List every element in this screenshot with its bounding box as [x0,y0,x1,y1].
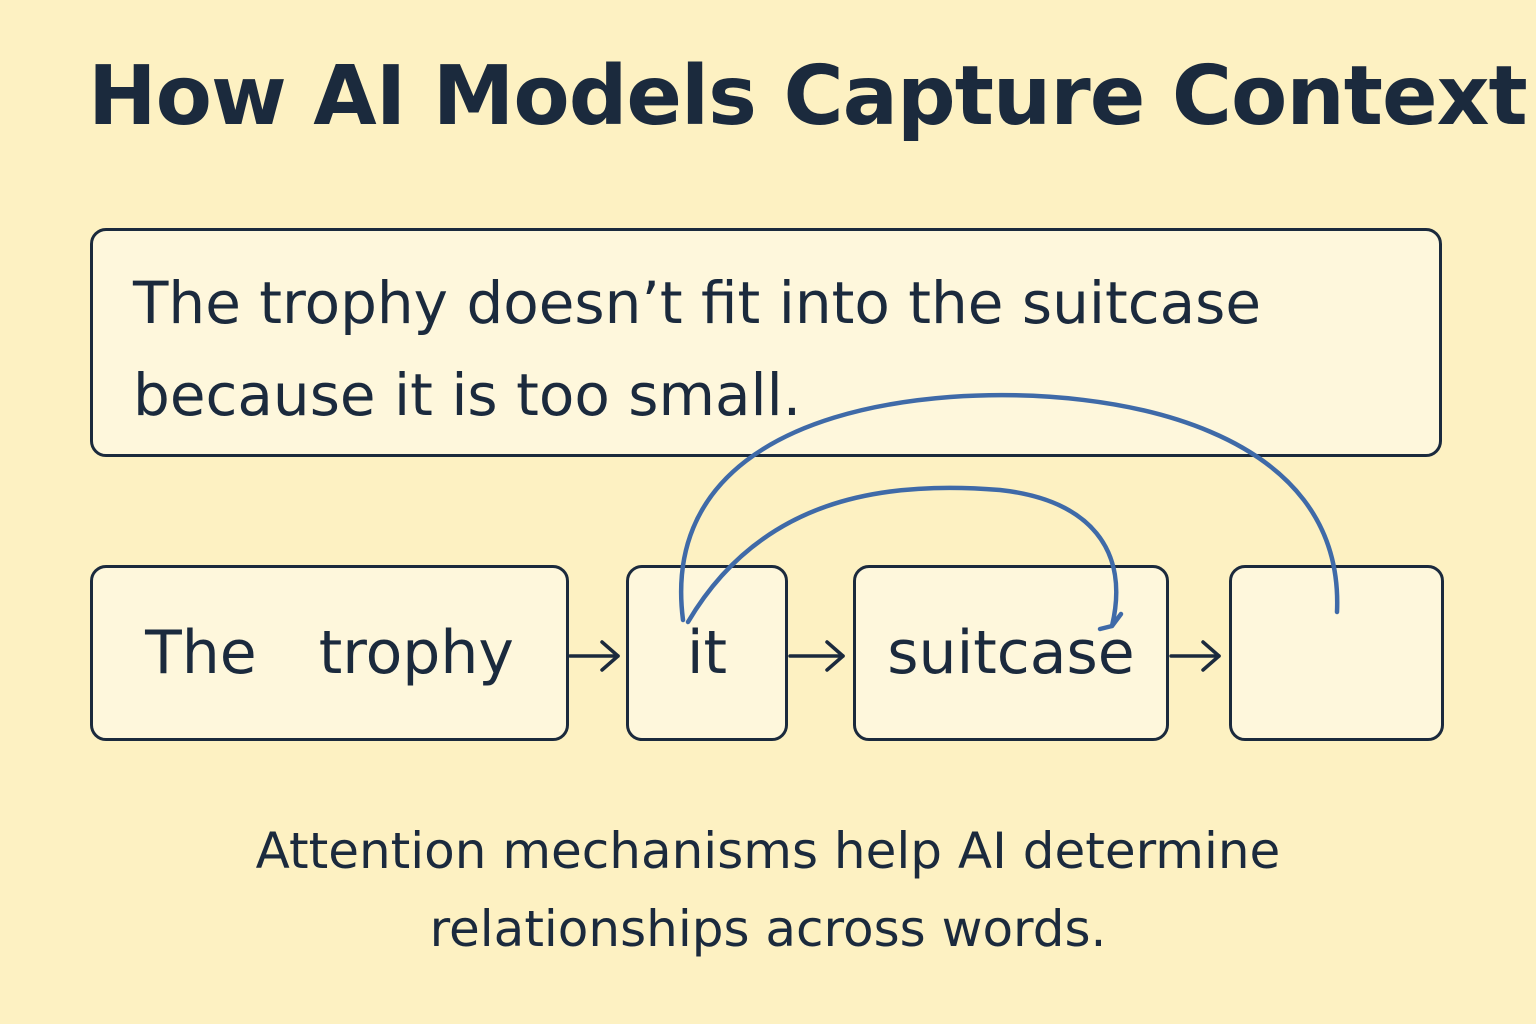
sentence-text: The trophy doesn’t fit into the suitcase… [133,257,1393,441]
token-box-empty [1229,565,1444,741]
sentence-line-1: The trophy doesn’t fit into the suitcase [133,269,1262,337]
sentence-line-2: because it is too small. [133,361,802,429]
token-box-suitcase: suitcase [853,565,1169,741]
caption-line-1: Attention mechanisms help AI determine [255,822,1281,880]
token-box-it: it [626,565,788,741]
page-title: How AI Models Capture Context [88,49,1528,144]
right-arrow-icon [568,640,620,672]
right-arrow-icon [1169,640,1221,672]
token-it: it [686,618,728,688]
caption-line-2: relationships across words. [429,900,1107,958]
token-suitcase: suitcase [887,618,1135,688]
caption: Attention mechanisms help AI determine r… [168,812,1368,968]
token-the: The [145,618,257,688]
token-box-the-trophy: The trophy [90,565,569,741]
right-arrow-icon [788,640,845,672]
sentence-box: The trophy doesn’t fit into the suitcase… [90,228,1442,457]
token-trophy: trophy [318,618,514,688]
